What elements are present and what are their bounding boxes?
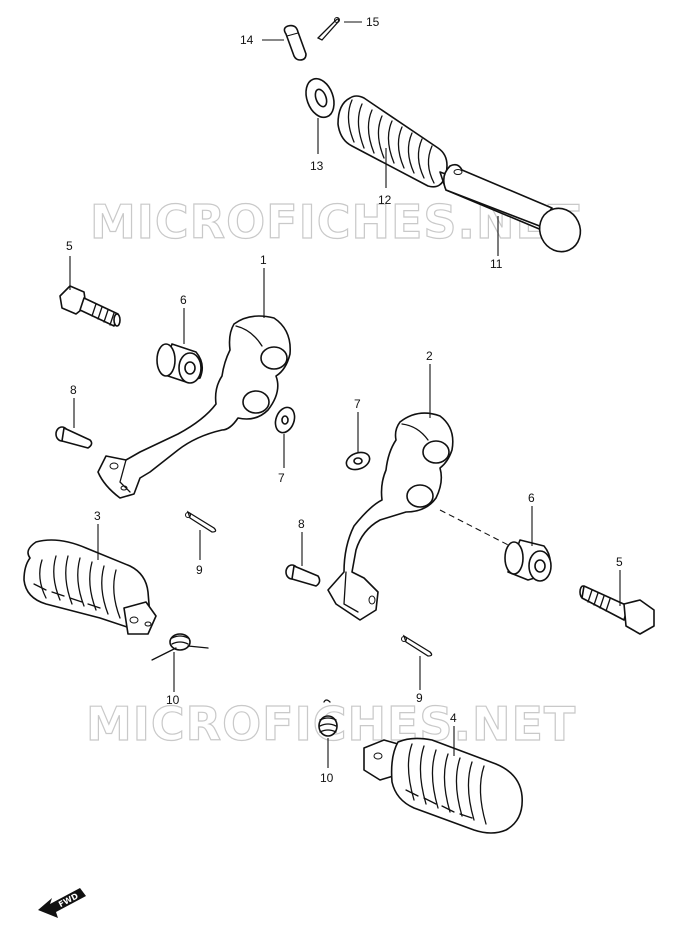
washer-13 (305, 77, 335, 119)
cotter-pin-9-left (185, 510, 217, 533)
bushing-6-right (504, 539, 552, 582)
callout-2: 2 (426, 349, 433, 363)
callout-8-right: 8 (298, 517, 305, 531)
washer-7-right (345, 451, 371, 471)
fwd-label: FWD (57, 891, 80, 909)
callout-3: 3 (94, 509, 101, 523)
callout-7-left: 7 (278, 471, 285, 485)
clevis-pin-14 (283, 24, 307, 61)
bolt-5-left (59, 285, 121, 327)
bolt-5-right (579, 585, 655, 635)
callout-13: 13 (310, 159, 324, 173)
pin-8-left (55, 426, 93, 449)
callout-4: 4 (450, 711, 457, 725)
callout-5-right: 5 (616, 555, 623, 569)
footrest-shaft-11 (439, 163, 582, 253)
footrest-bracket-1 (97, 315, 291, 499)
footrest-4 (363, 737, 523, 834)
spring-10-right (318, 699, 338, 737)
callout-10-left: 10 (166, 693, 180, 707)
callout-1: 1 (260, 253, 267, 267)
callout-9-left: 9 (196, 563, 203, 577)
washer-7-left (274, 406, 296, 434)
leader-lines (69, 21, 621, 768)
callout-7-right: 7 (354, 397, 361, 411)
footrest-3 (23, 539, 157, 635)
callout-6-left: 6 (180, 293, 187, 307)
callout-6-right: 6 (528, 491, 535, 505)
cotter-pin-15 (316, 17, 340, 41)
cotter-pin-9-right (401, 634, 433, 657)
rubber-grip-12 (337, 95, 448, 188)
callout-9-right: 9 (416, 691, 423, 705)
callout-8-left: 8 (70, 383, 77, 397)
footrest-bracket-2 (327, 412, 519, 621)
callouts: 14 15 13 12 11 5 1 6 8 7 2 7 3 9 8 6 5 1… (66, 15, 623, 785)
callout-15: 15 (366, 15, 380, 29)
pin-8-right (285, 564, 321, 587)
spring-10-left (151, 633, 209, 661)
callout-12: 12 (378, 193, 392, 207)
callout-5-left: 5 (66, 239, 73, 253)
bushing-6-left (156, 343, 204, 384)
callout-11: 11 (490, 257, 503, 271)
fwd-arrow-icon: FWD (38, 888, 86, 918)
callout-14: 14 (240, 33, 254, 47)
callout-10-right: 10 (320, 771, 334, 785)
